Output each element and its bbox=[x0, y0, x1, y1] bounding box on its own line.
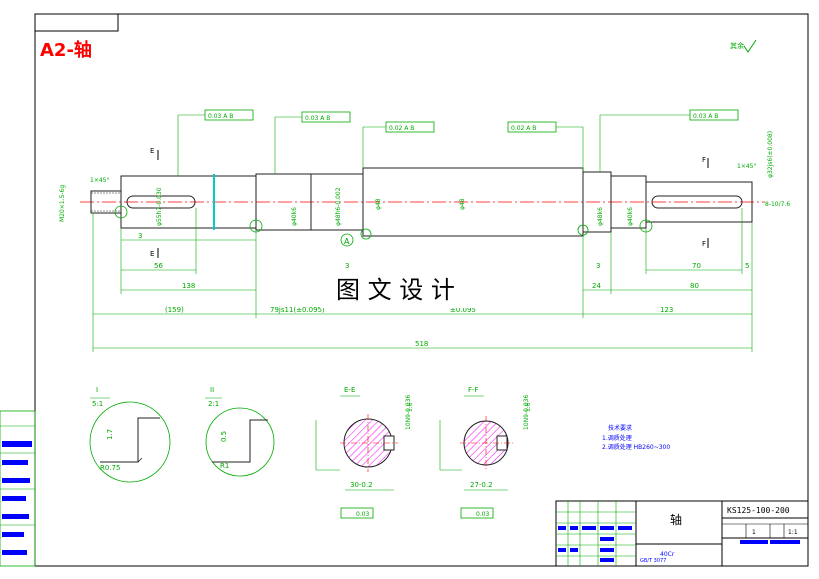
dim-518: 518 bbox=[415, 340, 428, 348]
section-mark-f-top: F bbox=[702, 156, 706, 164]
detail-ii-mark: II bbox=[210, 386, 214, 394]
detail-i-dim-b: R0.75 bbox=[100, 464, 120, 472]
dim-159: (159) bbox=[165, 306, 184, 314]
dim-3-mid: 3 bbox=[345, 262, 349, 270]
material: 40Cr bbox=[660, 551, 675, 558]
dim-3-left: 3 bbox=[138, 232, 142, 240]
dim-79: 79js11(±0.095) bbox=[270, 306, 325, 314]
drawing-number: KS125-100-200 bbox=[727, 506, 790, 515]
detail-ii-dim-a: 0.5 bbox=[220, 431, 228, 442]
watermark: 图 文 设 计 bbox=[336, 276, 455, 304]
keyway-right bbox=[651, 195, 743, 209]
chamfer-left: 1×45° bbox=[90, 177, 109, 184]
format-label: A2-轴 bbox=[40, 39, 92, 61]
watermark-bg bbox=[320, 274, 500, 308]
detail-i-mark: I bbox=[96, 386, 98, 394]
keyway-left bbox=[126, 195, 196, 209]
sheet-number: 1 bbox=[752, 529, 756, 536]
dia-5: φ48 bbox=[459, 198, 466, 210]
section-e-depth: 10N9-0.036 bbox=[405, 395, 412, 430]
section-mark-f-bottom: F bbox=[702, 240, 706, 248]
runout-frame-4-label: 0.02 A B bbox=[511, 125, 536, 132]
dim-56: 56 bbox=[154, 262, 163, 270]
datum-a-label: A bbox=[344, 237, 350, 246]
section-e-e: E-E 10N9-0.036 1.6 30-0.2 0.03 bbox=[315, 386, 414, 519]
detail-ii-dim-b: R1 bbox=[220, 462, 229, 470]
detail-view-i: I 5:1 1.7 R0.75 bbox=[89, 386, 171, 483]
dim-5: 5 bbox=[745, 262, 749, 270]
corner-tag-box bbox=[34, 13, 119, 32]
section-f-width: 27-0.2 bbox=[470, 481, 493, 489]
detail-view-ii: II 2:1 0.5 R1 bbox=[205, 386, 275, 477]
thread-label: M20×1.5-6g bbox=[59, 185, 66, 222]
runout-frame-5-label: 0.03 A B bbox=[693, 113, 718, 120]
section-e-width: 30-0.2 bbox=[350, 481, 373, 489]
runout-frame-2: 0.03 A B bbox=[274, 111, 351, 174]
dimension-lines bbox=[92, 208, 753, 352]
section-f-depth: 10N9-0.036 bbox=[523, 395, 530, 430]
section-f-tol: 0.03 bbox=[476, 511, 490, 518]
tech-line-1: 1.调质处理 bbox=[602, 434, 632, 442]
detail-ii-scale: 2:1 bbox=[208, 400, 219, 408]
runout-frame-4: 0.02 A B bbox=[507, 121, 584, 172]
section-e-mark: E-E bbox=[344, 386, 355, 394]
drawing-scale: 1:1 bbox=[788, 529, 798, 536]
keyway-right-label: 8-10/7.6 bbox=[765, 201, 790, 208]
detail-i-scale: 5:1 bbox=[92, 400, 103, 408]
title-block: 轴 KS125-100-200 1 1:1 40Cr GB/T 3077 bbox=[555, 500, 809, 567]
dia-6: φ48k6 bbox=[597, 207, 604, 226]
tech-requirements: 技术要求 1.调质处理 2.调质处理 HB260~300 bbox=[602, 424, 670, 451]
runout-frame-3-label: 0.02 A B bbox=[389, 125, 414, 132]
dia-8: φ32js6(±0.008) bbox=[767, 131, 774, 178]
shaft-main-view: A bbox=[80, 167, 765, 247]
roughness-note: 其余 bbox=[730, 41, 744, 50]
section-mark-e-bottom: E bbox=[150, 250, 154, 258]
left-margin-strip bbox=[0, 410, 36, 567]
runout-frame-1-label: 0.03 A B bbox=[208, 113, 233, 120]
section-e-rough: 1.6 bbox=[407, 402, 414, 412]
runout-frames: 0.03 A B 0.03 A B 0.02 A B 0.02 A B 0.03… bbox=[177, 109, 739, 176]
detail-ref-ii-mid bbox=[360, 228, 372, 240]
dia-7: φ40k6 bbox=[627, 207, 634, 226]
runout-frame-3: 0.02 A B bbox=[362, 121, 435, 168]
datum-a-circle bbox=[340, 233, 354, 247]
detail-ref-ii-right bbox=[577, 224, 589, 236]
dim-3-right: 3 bbox=[596, 262, 600, 270]
runout-frame-2-label: 0.03 A B bbox=[305, 115, 330, 122]
drawing-frame bbox=[34, 13, 809, 567]
dia-2: φ40k6 bbox=[291, 207, 298, 226]
dim-123: 123 bbox=[660, 306, 673, 314]
dim-138: 138 bbox=[182, 282, 195, 290]
runout-frame-1: 0.03 A B bbox=[177, 109, 254, 176]
section-f-f: F-F 10N9-0.036 1.6 27-0.2 0.03 bbox=[439, 386, 532, 519]
chamfer-right: 1×45° bbox=[737, 163, 756, 170]
dim-80: 80 bbox=[690, 282, 699, 290]
roughness-symbol bbox=[743, 39, 757, 53]
dim-70: 70 bbox=[692, 262, 701, 270]
dia-1: φ55h7-0.030 bbox=[156, 187, 163, 226]
dim-24: 24 bbox=[592, 282, 601, 290]
detail-i-dim-a: 1.7 bbox=[106, 429, 114, 440]
part-name: 轴 bbox=[670, 512, 682, 527]
dia-3: φ48h6-0.002 bbox=[335, 187, 342, 226]
section-f-mark: F-F bbox=[468, 386, 479, 394]
section-e-tol: 0.03 bbox=[356, 511, 370, 518]
material-std: GB/T 3077 bbox=[640, 558, 666, 564]
dim-mid: ±0.095 bbox=[450, 306, 476, 314]
dia-4: φ48 bbox=[375, 198, 382, 210]
tech-title: 技术要求 bbox=[608, 424, 632, 432]
section-f-rough: 1.6 bbox=[525, 402, 532, 412]
runout-frame-5: 0.03 A B bbox=[599, 109, 739, 172]
detail-ref-i bbox=[114, 205, 128, 219]
tech-line-2: 2.调质处理 HB260~300 bbox=[602, 443, 670, 451]
section-mark-e-top: E bbox=[150, 147, 154, 155]
